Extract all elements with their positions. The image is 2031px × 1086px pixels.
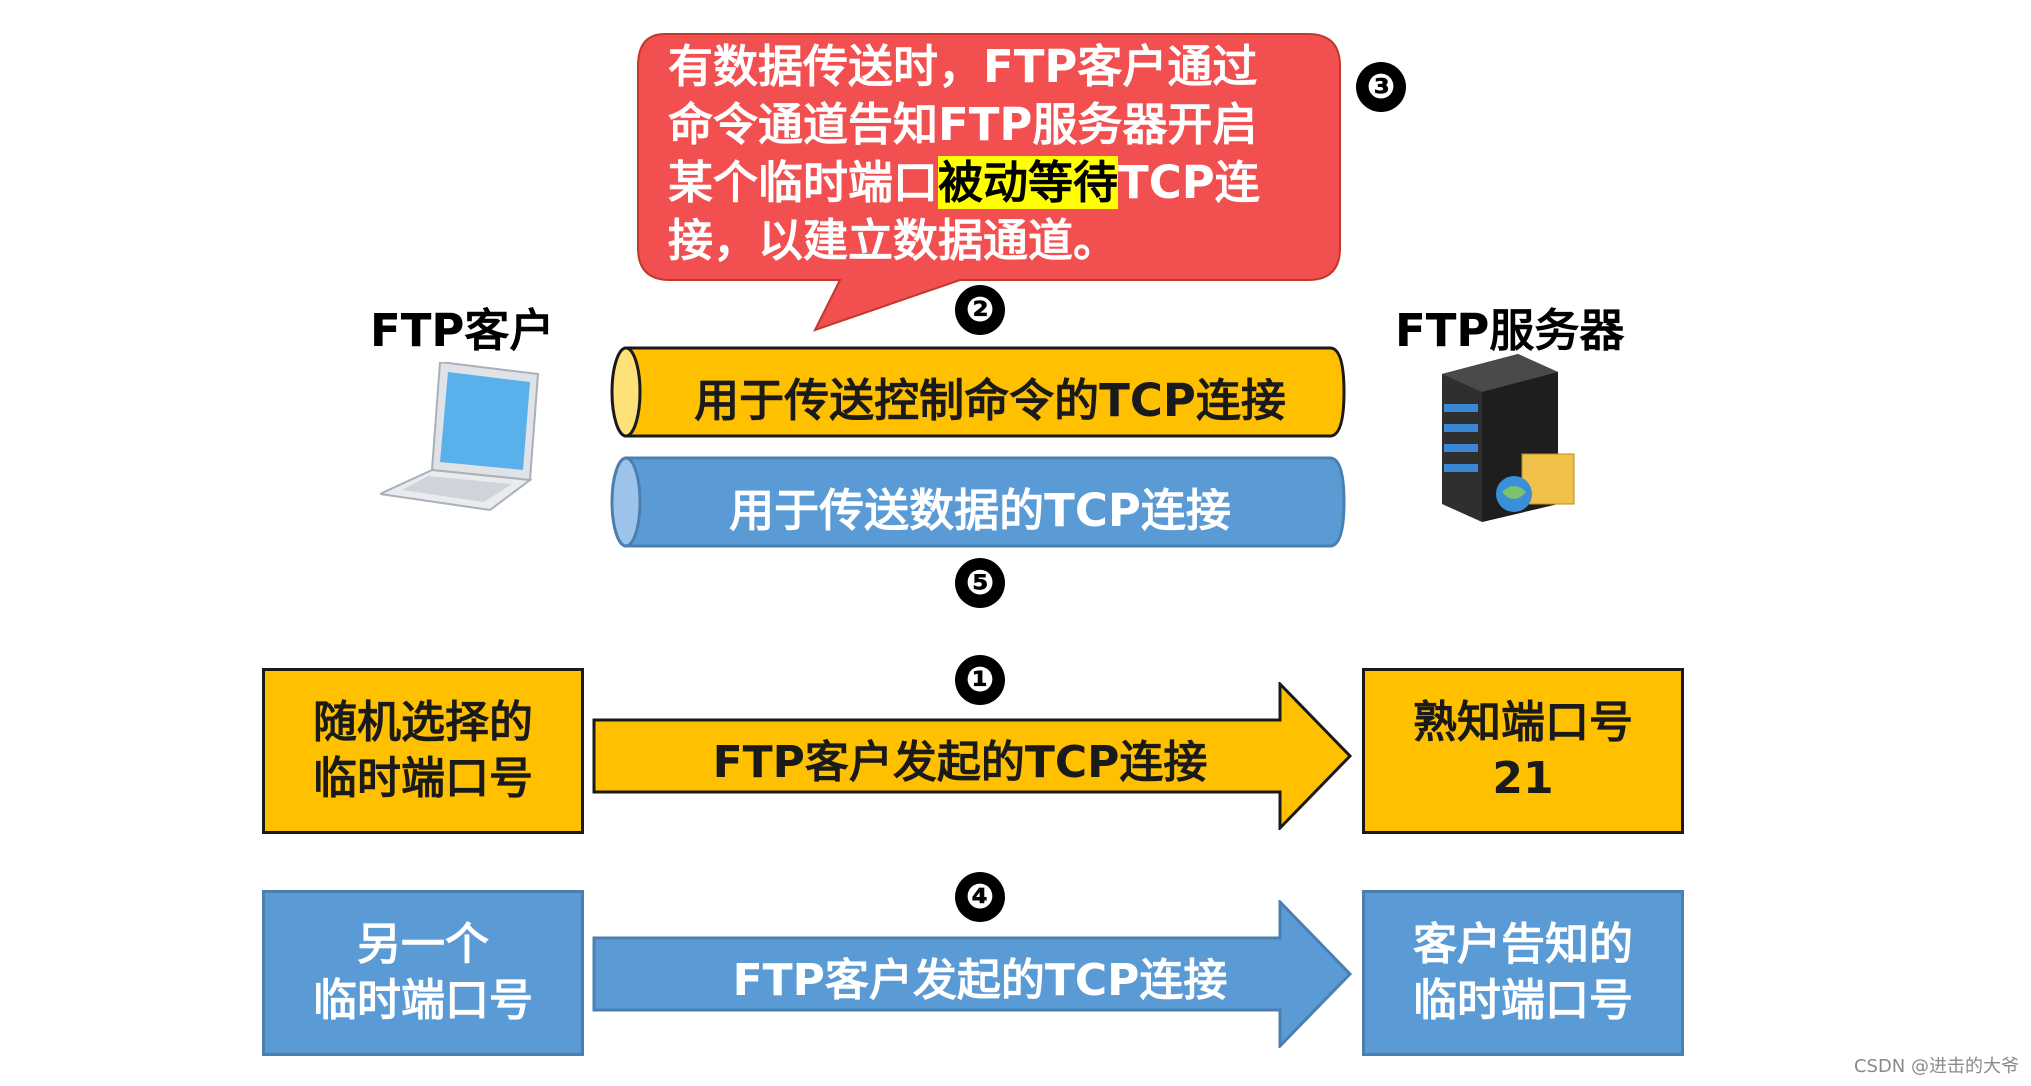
server-well-known-port-box: 熟知端口号 21 [1362, 668, 1684, 834]
client-random-port-line-2: 临时端口号 [313, 753, 533, 804]
control-pipe [610, 346, 1346, 438]
server-client-notified-port-box: 客户告知的 临时端口号 [1362, 890, 1684, 1056]
client-other-port-line-1: 另一个 [357, 919, 489, 970]
step-3-marker: ❸ [1356, 62, 1406, 112]
callout-line-4: 接，以建立数据通道。 [668, 214, 1119, 267]
server-icon [1442, 354, 1575, 522]
data-connection-arrow-label: FTP客户发起的TCP连接 [732, 955, 1228, 1006]
server-well-known-port-line-2: 21 [1492, 753, 1554, 804]
watermark: CSDN @进击的大爷 [1853, 1056, 2019, 1077]
data-pipe [610, 456, 1346, 548]
callout-highlight: 被动等待 [938, 156, 1119, 209]
server-well-known-port-line-1: 熟知端口号 [1413, 697, 1633, 748]
server-label: FTP服务器 [1395, 304, 1625, 357]
laptop-icon [380, 362, 540, 512]
callout-line-1: 有数据传送时，FTP客户通过 [668, 40, 1258, 93]
control-connection-arrow-label: FTP客户发起的TCP连接 [712, 737, 1208, 788]
server-client-notified-port-line-2: 临时端口号 [1413, 975, 1633, 1026]
callout-line-3: 某个临时端口被动等待TCP连 [668, 154, 1308, 212]
client-other-port-line-2: 临时端口号 [313, 975, 533, 1026]
callout-line-3-post: TCP连 [1118, 156, 1260, 209]
control-connection-arrow [592, 682, 1353, 830]
step-5-marker: ❺ [955, 558, 1005, 608]
step-4-marker: ❹ [955, 872, 1005, 922]
data-connection-arrow [592, 900, 1353, 1048]
step-2-marker: ❷ [955, 285, 1005, 335]
callout-line-3-pre: 某个临时端口 [668, 156, 939, 209]
control-pipe-label: 用于传送控制命令的TCP连接 [694, 374, 1286, 427]
callout-text: 有数据传送时，FTP客户通过 命令通道告知FTP服务器开启 某个临时端口被动等待… [668, 38, 1308, 270]
client-label: FTP客户 [370, 304, 555, 357]
client-random-port-box: 随机选择的 临时端口号 [262, 668, 584, 834]
data-pipe-label: 用于传送数据的TCP连接 [729, 484, 1231, 537]
server-client-notified-port-line-1: 客户告知的 [1413, 919, 1633, 970]
callout-line-2: 命令通道告知FTP服务器开启 [668, 98, 1258, 151]
client-random-port-line-1: 随机选择的 [313, 697, 533, 748]
step-1-marker: ❶ [955, 655, 1005, 705]
client-other-port-box: 另一个 临时端口号 [262, 890, 584, 1056]
